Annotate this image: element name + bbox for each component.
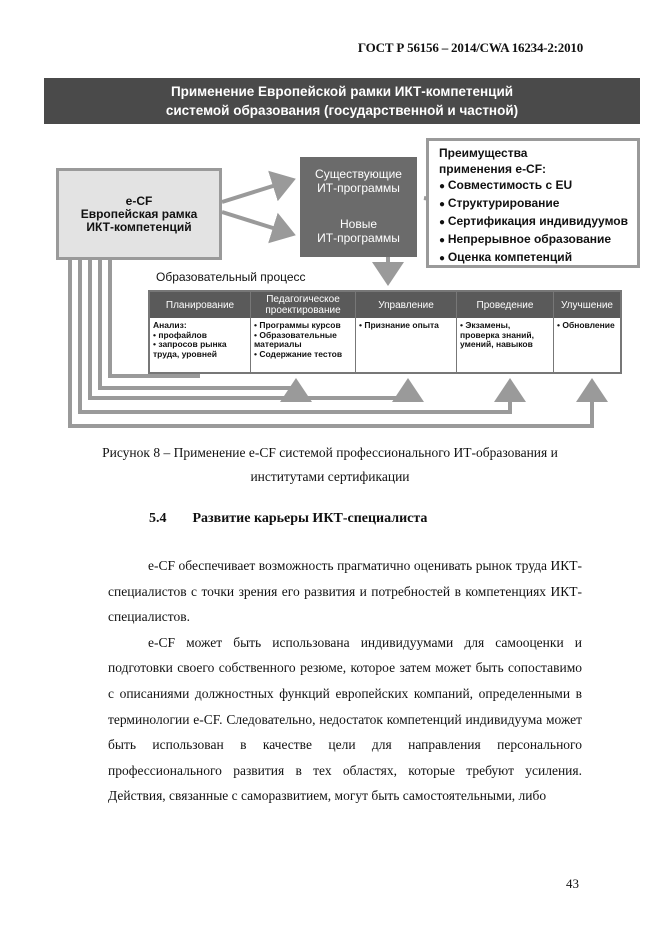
new-programs-line: Новые (339, 217, 377, 231)
body-text: e-CF обеспечивает возможность прагматичн… (108, 553, 582, 809)
banner-line: Применение Европейской рамки ИКТ-компете… (170, 84, 514, 99)
ecf-line: Европейская рамка (80, 206, 198, 221)
process-column-header: Улучшение (554, 292, 620, 318)
benefit-item: Оценка компетенций (439, 249, 633, 267)
process-column-header: Управление (356, 292, 456, 318)
figure-banner: Применение Европейской рамки ИКТ-компете… (44, 78, 640, 124)
process-column-body: Анализ: • профайлов • запросов рынка тру… (153, 320, 227, 359)
process-column-header: Планирование (150, 292, 250, 318)
it-programs-box: Существующие ИТ-программы Новые ИТ-прогр… (300, 157, 417, 257)
existing-programs-line: ИТ-программы (317, 181, 400, 195)
process-column-planning: Планирование Анализ: • профайлов • запро… (150, 292, 251, 372)
new-programs-line: ИТ-программы (317, 231, 400, 245)
ecf-framework-box: e-CF Европейская рамка ИКТ-компетенций (56, 168, 222, 260)
process-label: Образовательный процесс (156, 270, 306, 284)
standard-header: ГОСТ Р 56156 – 2014/CWA 16234-2:2010 (357, 40, 583, 55)
benefit-item: Структурирование (439, 195, 633, 213)
caption-line: институтами сертификации (250, 469, 410, 484)
ecf-line: ИКТ-компетенций (86, 219, 192, 234)
process-column-body: • Признание опыта (359, 320, 439, 330)
ecf-line: e-CF (125, 193, 153, 208)
benefit-item: Непрерывное образование (439, 231, 633, 249)
section-number: 5.4 (149, 511, 167, 526)
new-programs: Новые ИТ-программы (300, 217, 417, 245)
paragraph: e-CF может быть использована индивидуума… (108, 634, 582, 804)
educational-process-table: Планирование Анализ: • профайлов • запро… (148, 290, 622, 374)
benefit-item: Совместимость с EU (439, 177, 633, 195)
banner-line: системой образования (государственной и … (165, 103, 519, 118)
benefits-heading: Преимущества (439, 146, 528, 160)
process-column-body: • Программы курсов • Образовательные мат… (254, 320, 343, 359)
paragraph: e-CF обеспечивает возможность прагматичн… (108, 558, 582, 625)
figure-caption: Рисунок 8 – Применение e-CF системой про… (44, 441, 616, 489)
page-number: 43 (566, 876, 579, 891)
process-column-body: • Экзамены, проверка знаний, умений, нав… (460, 320, 534, 349)
section-heading: 5.4 Развитие карьеры ИКТ-специалиста (149, 511, 427, 527)
process-column-delivery: Проведение • Экзамены, проверка знаний, … (457, 292, 554, 372)
caption-line: Рисунок 8 – Применение e-CF системой про… (102, 445, 558, 460)
benefits-heading: применения e-CF: (439, 162, 547, 176)
existing-programs-line: Существующие (315, 167, 402, 181)
ecf-benefits-box: Преимущества применения e-CF: Совместимо… (426, 138, 640, 268)
section-title: Развитие карьеры ИКТ-специалиста (192, 511, 428, 526)
benefit-item: Сертификация индивидуумов (439, 213, 633, 231)
process-column-header: Проведение (457, 292, 553, 318)
process-column-body: • Обновление (557, 320, 615, 330)
existing-programs: Существующие ИТ-программы (300, 167, 417, 195)
process-column-management: Управление • Признание опыта (356, 292, 457, 372)
process-column-improvement: Улучшение • Обновление (554, 292, 620, 372)
